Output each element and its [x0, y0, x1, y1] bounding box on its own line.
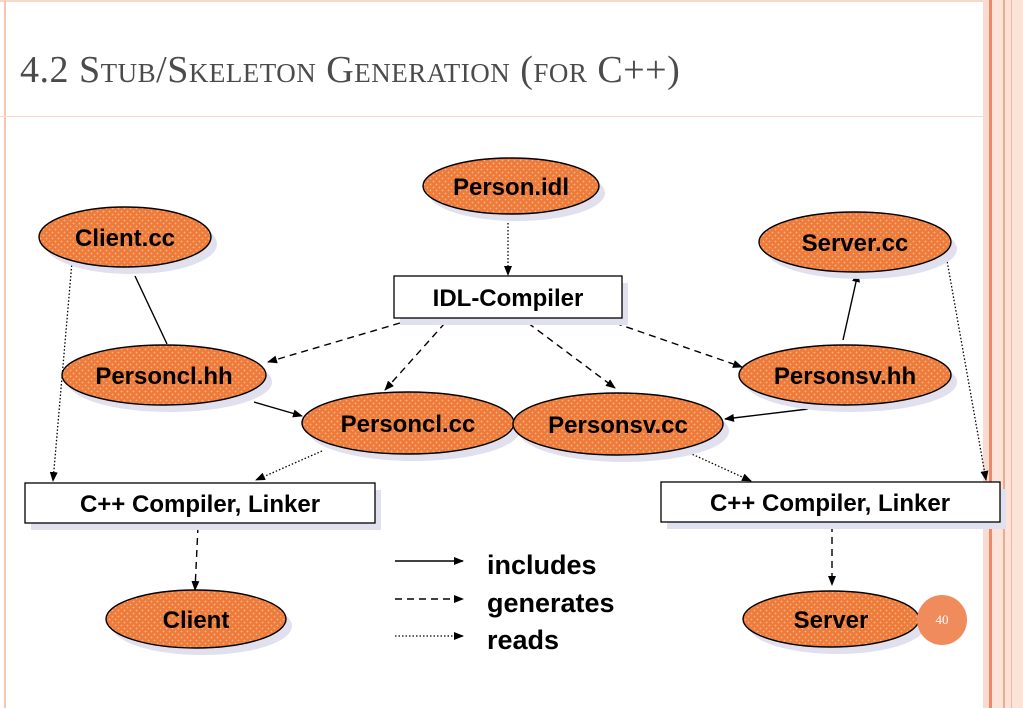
node-label: Personcl.cc — [341, 411, 476, 438]
node-label: C++ Compiler, Linker — [80, 491, 320, 518]
node-server: Server — [742, 590, 925, 654]
connectors — [49, 223, 989, 591]
right-decor-band — [983, 0, 989, 708]
right-decor-line — [1011, 0, 1012, 708]
legend-generates-label: generates — [487, 588, 615, 618]
page-number-badge: 40 — [917, 595, 967, 645]
node-label: Client — [163, 607, 230, 634]
legend-reads-label: reads — [487, 625, 559, 655]
top-border — [0, 0, 1023, 2]
node-personsv-hh: Personsv.hh — [738, 344, 957, 412]
node-compiler-left: C++ Compiler, Linker — [24, 482, 381, 530]
node-label: IDL-Compiler — [433, 285, 584, 312]
node-compiler-right: C++ Compiler, Linker — [660, 481, 1006, 529]
node-server-cc: Server.cc — [758, 211, 957, 279]
generates-arrow-to-personsvcc — [527, 322, 616, 389]
node-label: Personcl.hh — [95, 363, 232, 390]
page-number: 40 — [936, 612, 949, 627]
node-label: Person.idl — [453, 174, 569, 201]
reads-arrow-personclcc-to-compiler — [255, 450, 323, 481]
right-decor-line — [1003, 0, 1005, 708]
left-border — [4, 0, 6, 708]
node-client: Client — [105, 589, 292, 655]
node-label: Server — [794, 607, 869, 634]
node-label: Server.cc — [802, 230, 909, 257]
node-label: Personsv.hh — [774, 363, 916, 390]
includes-line-clientcc-personclhh — [134, 275, 168, 345]
node-personcl-hh: Personcl.hh — [61, 344, 272, 412]
node-label: Personsv.cc — [548, 412, 688, 439]
right-decor-band-outer — [992, 0, 1023, 708]
legend-includes-label: includes — [487, 550, 597, 580]
includes-arrow-personsvhh-to-servercc — [842, 272, 860, 341]
node-personcl-cc: Personcl.cc — [301, 391, 520, 461]
generates-arrow-to-personsvhh — [614, 322, 743, 368]
includes-arrow-personclhh-to-personclcc — [253, 401, 303, 418]
node-idl-compiler: IDL-Compiler — [393, 275, 628, 325]
node-personsv-cc: Personsv.cc — [512, 392, 729, 462]
title-divider — [0, 116, 983, 117]
includes-arrow-personsvhh-to-personsvcc — [724, 408, 809, 422]
generates-arrow-to-personclhh — [267, 322, 401, 364]
slide-title: 4.2 Stub/Skeleton Generation (for C++) — [20, 49, 681, 91]
node-person-idl: Person.idl — [422, 157, 605, 221]
legend: includes generates reads — [395, 550, 615, 655]
reads-arrow-servercc-to-compiler — [945, 254, 989, 481]
node-client-cc: Client.cc — [38, 206, 217, 274]
right-decor-stripe — [989, 0, 992, 708]
node-label: C++ Compiler, Linker — [710, 490, 950, 517]
node-label: Client.cc — [75, 225, 175, 252]
reads-arrow-personsvcc-to-compiler — [682, 449, 752, 482]
generates-arrow-to-personclcc — [384, 322, 446, 391]
generates-arrow-to-client — [191, 525, 200, 591]
